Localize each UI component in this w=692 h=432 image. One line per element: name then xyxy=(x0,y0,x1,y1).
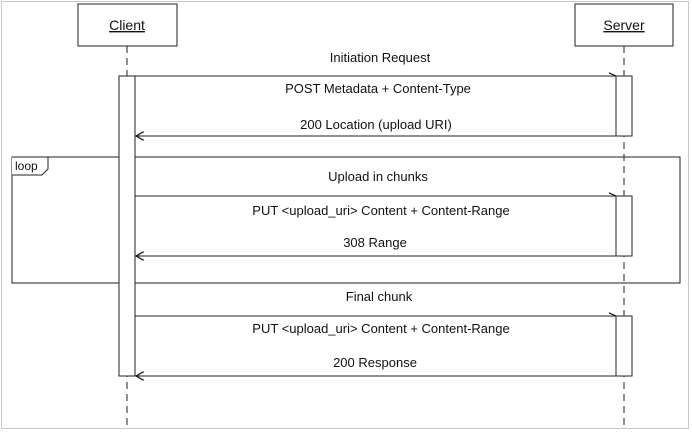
range-response-label: 308 Range xyxy=(343,235,407,250)
location-response-label: 200 Location (upload URI) xyxy=(300,117,452,132)
server-actor-label: Server xyxy=(603,17,645,33)
post-metadata-label: POST Metadata + Content-Type xyxy=(285,81,471,96)
loop-fragment: loop xyxy=(11,156,681,284)
server-activation-bar-1 xyxy=(615,75,633,137)
final-chunk-label: Final chunk xyxy=(346,289,413,304)
server-activation-bar-3 xyxy=(615,315,633,377)
server-activation-bar-2 xyxy=(615,195,633,257)
put-final-label: PUT <upload_uri> Content + Content-Range xyxy=(252,321,509,336)
client-actor: Client xyxy=(77,3,178,47)
put-chunk-label: PUT <upload_uri> Content + Content-Range xyxy=(252,203,509,218)
loop-label: loop xyxy=(15,159,38,173)
client-activation-bar xyxy=(118,75,136,377)
initiation-request-label: Initiation Request xyxy=(330,50,431,65)
upload-in-chunks-label: Upload in chunks xyxy=(328,169,428,184)
final-response-label: 200 Response xyxy=(333,355,417,370)
server-actor: Server xyxy=(574,3,674,47)
client-actor-label: Client xyxy=(109,17,145,33)
